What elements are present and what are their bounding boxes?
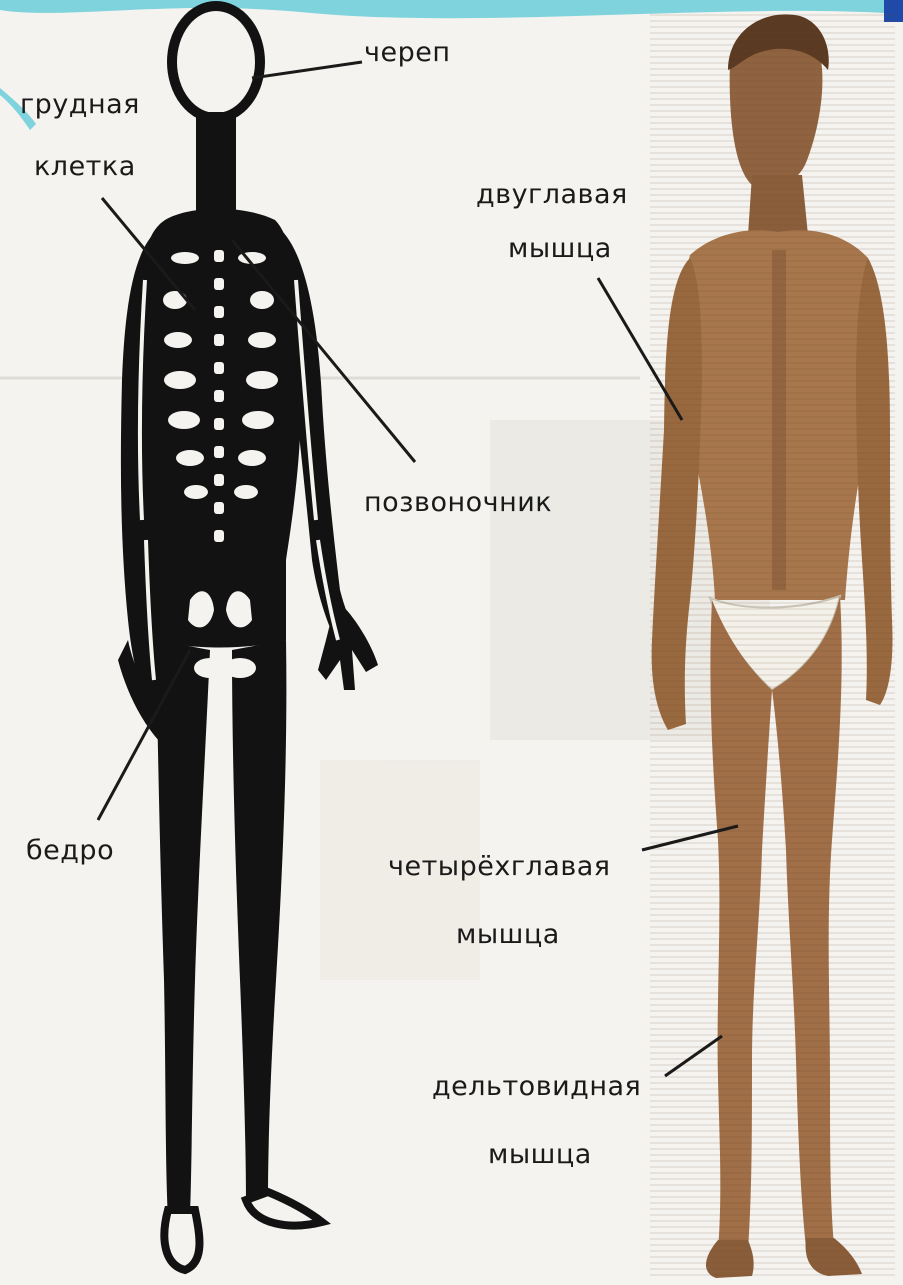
label-deltoid-line2: мышца	[488, 1138, 592, 1172]
label-quadriceps-line1: четырёхглавая	[388, 850, 611, 884]
label-quadriceps-line2: мышца	[456, 918, 560, 952]
skull-shape	[172, 6, 260, 118]
label-ribcage-line1: грудная	[20, 88, 140, 122]
label-ribcage-line2: клетка	[34, 150, 136, 184]
label-femur: бедро	[26, 834, 114, 868]
label-biceps-line1: двуглавая	[476, 178, 628, 212]
label-biceps-line2: мышца	[508, 232, 612, 266]
left-foot-shape	[164, 1210, 199, 1270]
label-deltoid-line1: дельтовидная	[432, 1070, 641, 1104]
leader-skull	[252, 62, 362, 78]
label-spine: позвоночник	[364, 486, 552, 520]
skeleton-figure	[118, 6, 378, 1270]
right-foot-shape	[246, 1192, 322, 1226]
left-leg-shape	[156, 640, 210, 1220]
neck-shape	[196, 112, 236, 212]
right-leg-shape	[232, 640, 286, 1205]
muscle-figure	[650, 10, 895, 1280]
skin-texture	[650, 10, 895, 1280]
label-skull: череп	[364, 36, 450, 70]
